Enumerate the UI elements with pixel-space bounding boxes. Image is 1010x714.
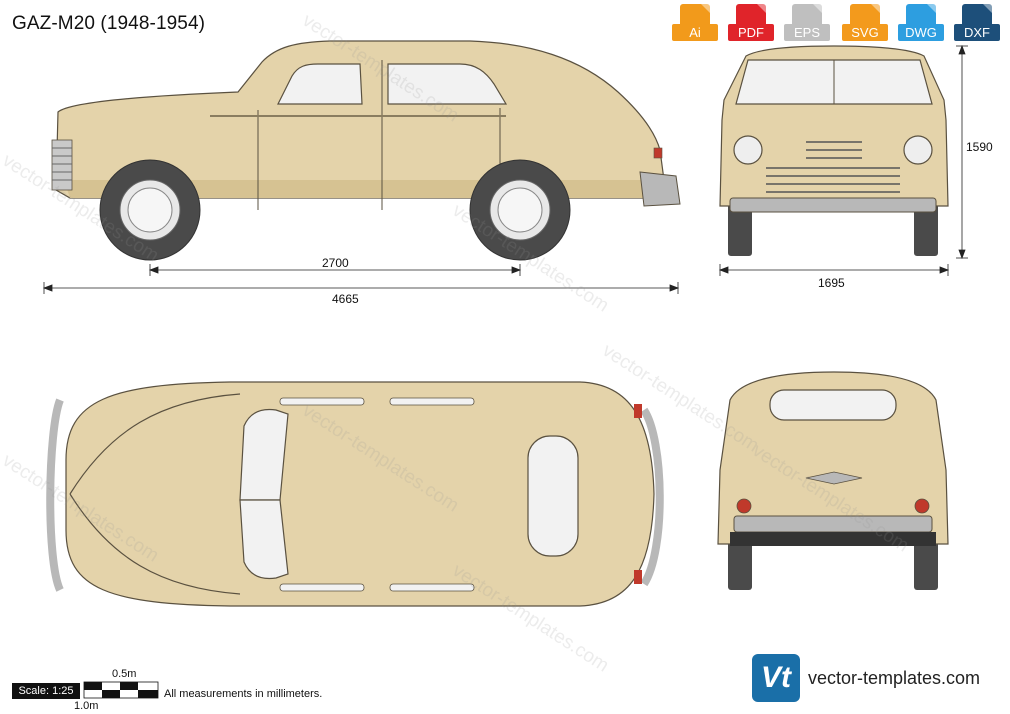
top-front-bumper	[46, 398, 64, 592]
format-pdf-icon[interactable]: PDF	[728, 4, 774, 48]
height-label: 1590	[966, 140, 993, 154]
rear-emblem	[805, 471, 863, 485]
brand-url[interactable]: vector-templates.com	[808, 668, 981, 688]
wheelbase-label: 2700	[322, 256, 349, 270]
format-label: DWG	[898, 24, 944, 41]
page-title: GAZ-M20 (1948-1954)	[12, 13, 206, 34]
format-label: EPS	[784, 24, 830, 41]
top-rear-window	[527, 435, 579, 557]
front-dimension-lines	[718, 44, 968, 276]
width-label: 1695	[818, 276, 845, 290]
top-view	[46, 381, 664, 607]
front-grille	[766, 141, 900, 193]
side-rear-bumper	[639, 171, 681, 207]
side-rear-window	[387, 63, 508, 105]
side-view	[51, 40, 681, 261]
format-label: Ai	[672, 24, 718, 41]
side-front-window	[277, 63, 363, 105]
side-dimension-lines	[42, 264, 680, 294]
top-rear-bumper	[640, 407, 664, 587]
format-dxf-icon[interactable]: DXF	[954, 4, 1000, 48]
front-view	[719, 45, 949, 256]
top-windshield-left	[239, 408, 289, 501]
format-label: SVG	[842, 24, 888, 41]
rear-right-light	[914, 498, 930, 514]
rear-left-tire	[728, 532, 752, 590]
rear-left-light	[736, 498, 752, 514]
format-eps-icon[interactable]: EPS	[784, 4, 830, 48]
rear-underbody	[730, 532, 936, 546]
format-ai-icon[interactable]: Ai	[672, 4, 718, 48]
rear-view	[717, 371, 949, 590]
brand-block[interactable]: Vt vector-templates.com	[752, 654, 1002, 710]
format-dwg-icon[interactable]: DWG	[898, 4, 944, 48]
format-label: DXF	[954, 24, 1000, 41]
measurement-note: All measurements in millimeters.	[164, 688, 323, 700]
length-label: 4665	[332, 292, 359, 306]
scale-half-meter: 0.5m	[112, 668, 137, 680]
side-tail-light	[653, 147, 663, 159]
rear-bumper	[733, 515, 933, 533]
scale-meter: 1.0m	[74, 700, 99, 712]
rear-window	[769, 389, 897, 421]
top-body-shape	[65, 381, 655, 607]
front-left-headlight	[733, 135, 763, 165]
front-bumper	[729, 197, 937, 213]
brand-logo-icon: Vt	[752, 654, 800, 702]
top-windshield-right	[239, 499, 289, 580]
scale-label: Scale: 1:25	[12, 683, 80, 699]
top-hood-lines	[69, 393, 241, 595]
side-body-shape	[55, 40, 665, 199]
format-badges: Ai PDF EPS SVG DWG DXF	[672, 4, 1006, 50]
rear-right-tire	[914, 532, 938, 590]
format-label: PDF	[728, 24, 774, 41]
front-right-headlight	[903, 135, 933, 165]
scale-bar	[83, 681, 159, 699]
format-svg-icon[interactable]: SVG	[842, 4, 888, 48]
side-grille	[51, 139, 73, 191]
